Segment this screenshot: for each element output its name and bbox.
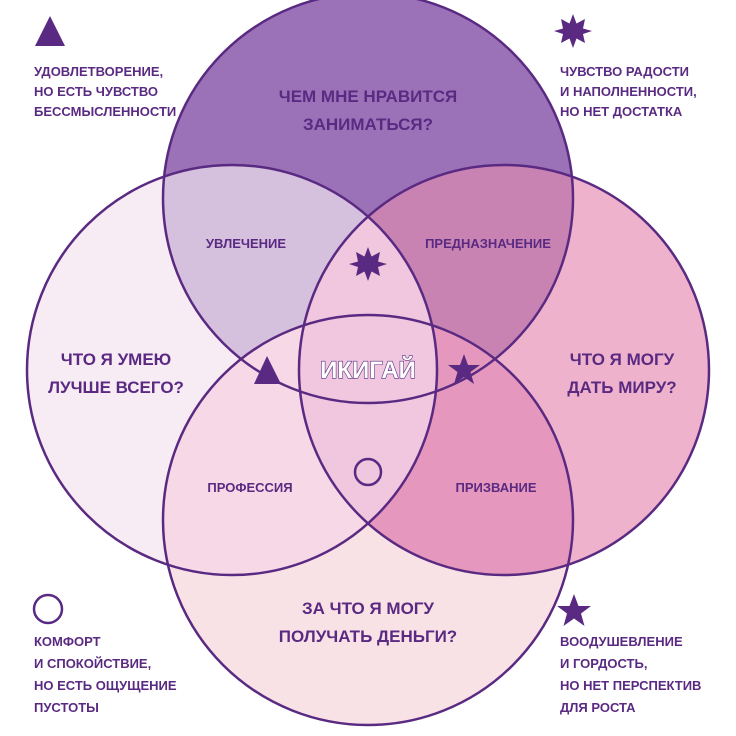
right-circle-label-1: ЧТО Я МОГУ: [570, 350, 675, 369]
corner-bottom-right-text: ВООДУШЕВЛЕНИЕ И ГОРДОСТЬ, НО НЕТ ПЕРСПЕК…: [560, 634, 701, 715]
outline-right: [297, 163, 711, 577]
corner-text-line: НО НЕТ ПЕРСПЕКТИВ: [560, 678, 701, 693]
corner-text-line: КОМФОРТ: [34, 634, 101, 649]
center-ikigai-region: [299, 165, 437, 575]
corner-top-right-text: ЧУВСТВО РАДОСТИ И НАПОЛНЕННОСТИ, НО НЕТ …: [560, 64, 697, 119]
outline-left: [25, 163, 439, 577]
corner-text-line: И СПОКОЙСТВИЕ,: [34, 656, 151, 671]
corner-text-line: ДЛЯ РОСТА: [560, 700, 636, 715]
starburst-icon: [349, 247, 387, 281]
corner-text-line: НО НЕТ ДОСТАТКА: [560, 104, 683, 119]
corner-triangle-icon: [35, 16, 65, 46]
corner-bottom-left-text: КОМФОРТ И СПОКОЙСТВИЕ, НО ЕСТЬ ОЩУЩЕНИЕ …: [34, 634, 177, 715]
triangle-icon: [254, 356, 281, 384]
overlap-vocation-label: ПРИЗВАНИЕ: [455, 480, 536, 495]
corner-text-line: ПУСТОТЫ: [34, 700, 99, 715]
left-circle-label-2: ЛУЧШЕ ВСЕГО?: [48, 378, 184, 397]
outline-top: [161, 0, 575, 405]
corner-circle-icon: [32, 593, 64, 625]
right-circle-label-2: ДАТЬ МИРУ?: [567, 378, 676, 397]
corner-text-line: НО ЕСТЬ ОЩУЩЕНИЕ: [34, 678, 177, 693]
overlap-profession-label: ПРОФЕССИЯ: [207, 480, 292, 495]
corner-star-icon: [557, 594, 591, 626]
corner-top-left-text: УДОВЛЕТВОРЕНИЕ, НО ЕСТЬ ЧУВСТВО БЕССМЫСЛ…: [34, 64, 176, 119]
left-circle-label-1: ЧТО Я УМЕЮ: [61, 350, 171, 369]
bottom-circle-label-2: ПОЛУЧАТЬ ДЕНЬГИ?: [279, 627, 457, 646]
star-icon: [448, 354, 480, 384]
corner-text-line: ВООДУШЕВЛЕНИЕ: [560, 634, 683, 649]
corner-text-line: УДОВЛЕТВОРЕНИЕ,: [34, 64, 163, 79]
corner-starburst-icon: [554, 14, 592, 48]
corner-text-line: НО ЕСТЬ ЧУВСТВО: [34, 84, 158, 99]
overlap-passion-label: УВЛЕЧЕНИЕ: [206, 236, 286, 251]
corner-text-line: И НАПОЛНЕННОСТИ,: [560, 84, 697, 99]
outline-bottom: [161, 313, 575, 727]
circle-icon: [353, 457, 383, 487]
bottom-circle-label-1: ЗА ЧТО Я МОГУ: [302, 599, 434, 618]
corner-text-line: БЕССМЫСЛЕННОСТИ: [34, 104, 176, 119]
top-circle-label-2: ЗАНИМАТЬСЯ?: [303, 115, 433, 134]
center-ikigai-label: ИКИГАЙ: [320, 356, 416, 384]
top-circle-label-1: ЧЕМ МНЕ НРАВИТСЯ: [279, 87, 457, 106]
corner-text-line: ЧУВСТВО РАДОСТИ: [560, 64, 689, 79]
corner-text-line: И ГОРДОСТЬ,: [560, 656, 647, 671]
overlap-mission-label: ПРЕДНАЗНАЧЕНИЕ: [425, 236, 551, 251]
